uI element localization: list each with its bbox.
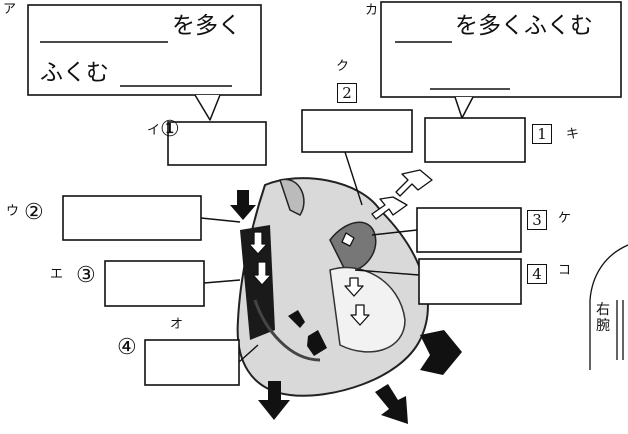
leader-line (354, 269, 420, 276)
prompt-text-ア-2: ふくむ (40, 60, 109, 86)
boxed-number-3: 3 (527, 210, 547, 230)
leader-line (344, 151, 363, 206)
blood-flow-arrow (341, 232, 355, 247)
label-イ: イ (147, 123, 161, 138)
label-オ: オ (170, 317, 184, 332)
label-ア: ア (3, 2, 17, 17)
answer-box-ウ[interactable] (62, 195, 202, 241)
answer-box-エ[interactable] (104, 260, 205, 307)
blood-flow-arrow (350, 304, 370, 326)
circled-number-1: ① (160, 117, 180, 142)
blood-flow-arrow (248, 231, 268, 255)
callout-tail (454, 96, 474, 119)
answer-box-ケ[interactable] (416, 207, 522, 253)
blood-flow-arrow (252, 261, 272, 286)
right-arm-label-char2: 腕 (596, 318, 610, 334)
circled-number-4: ④ (117, 335, 137, 360)
blood-flow-arrow (258, 381, 290, 420)
boxed-number-1: 1 (532, 124, 552, 144)
blood-flow-arrow (288, 310, 305, 328)
boxed-number-4: 4 (527, 264, 547, 284)
blood-flow-arrow (420, 330, 462, 375)
label-ケ: ケ (558, 211, 572, 226)
answer-box-ク[interactable] (301, 109, 413, 153)
blood-flow-arrow (307, 330, 327, 356)
blood-flow-arrow (395, 169, 433, 197)
blood-flow-arrow (375, 384, 408, 424)
leader-line (200, 217, 241, 223)
answer-box-コ[interactable] (418, 258, 522, 305)
leader-line (203, 279, 241, 284)
figure-outline (589, 244, 628, 370)
boxed-number-2: 2 (337, 83, 357, 103)
blood-flow-arrow (371, 196, 408, 220)
blood-flow-arrow (230, 190, 256, 220)
label-ウ: ウ (6, 204, 20, 219)
circled-number-3: ③ (76, 263, 96, 288)
label-ク: ク (336, 59, 350, 74)
answer-box-オ[interactable] (144, 339, 240, 386)
answer-box-カ[interactable] (380, 1, 622, 98)
prompt-text-カ: を多くふくむ (455, 13, 593, 39)
right-arm-label-char1: 右 (596, 302, 610, 318)
prompt-text-ア-1: を多く (172, 13, 241, 39)
label-キ: キ (566, 127, 580, 142)
label-エ: エ (50, 267, 64, 282)
blood-flow-arrow (344, 277, 364, 297)
right-arm-label: 右 腕 (595, 302, 611, 334)
circled-number-2: ② (24, 200, 44, 225)
heart-illustration (236, 177, 429, 397)
answer-box-ア[interactable] (27, 4, 262, 96)
leader-line (238, 344, 259, 363)
answer-box-イ[interactable] (167, 121, 267, 166)
label-コ: コ (558, 263, 572, 278)
answer-box-キ[interactable] (424, 117, 526, 163)
leader-line (371, 229, 418, 236)
callout-tail (194, 94, 221, 121)
label-カ: カ (365, 3, 379, 18)
